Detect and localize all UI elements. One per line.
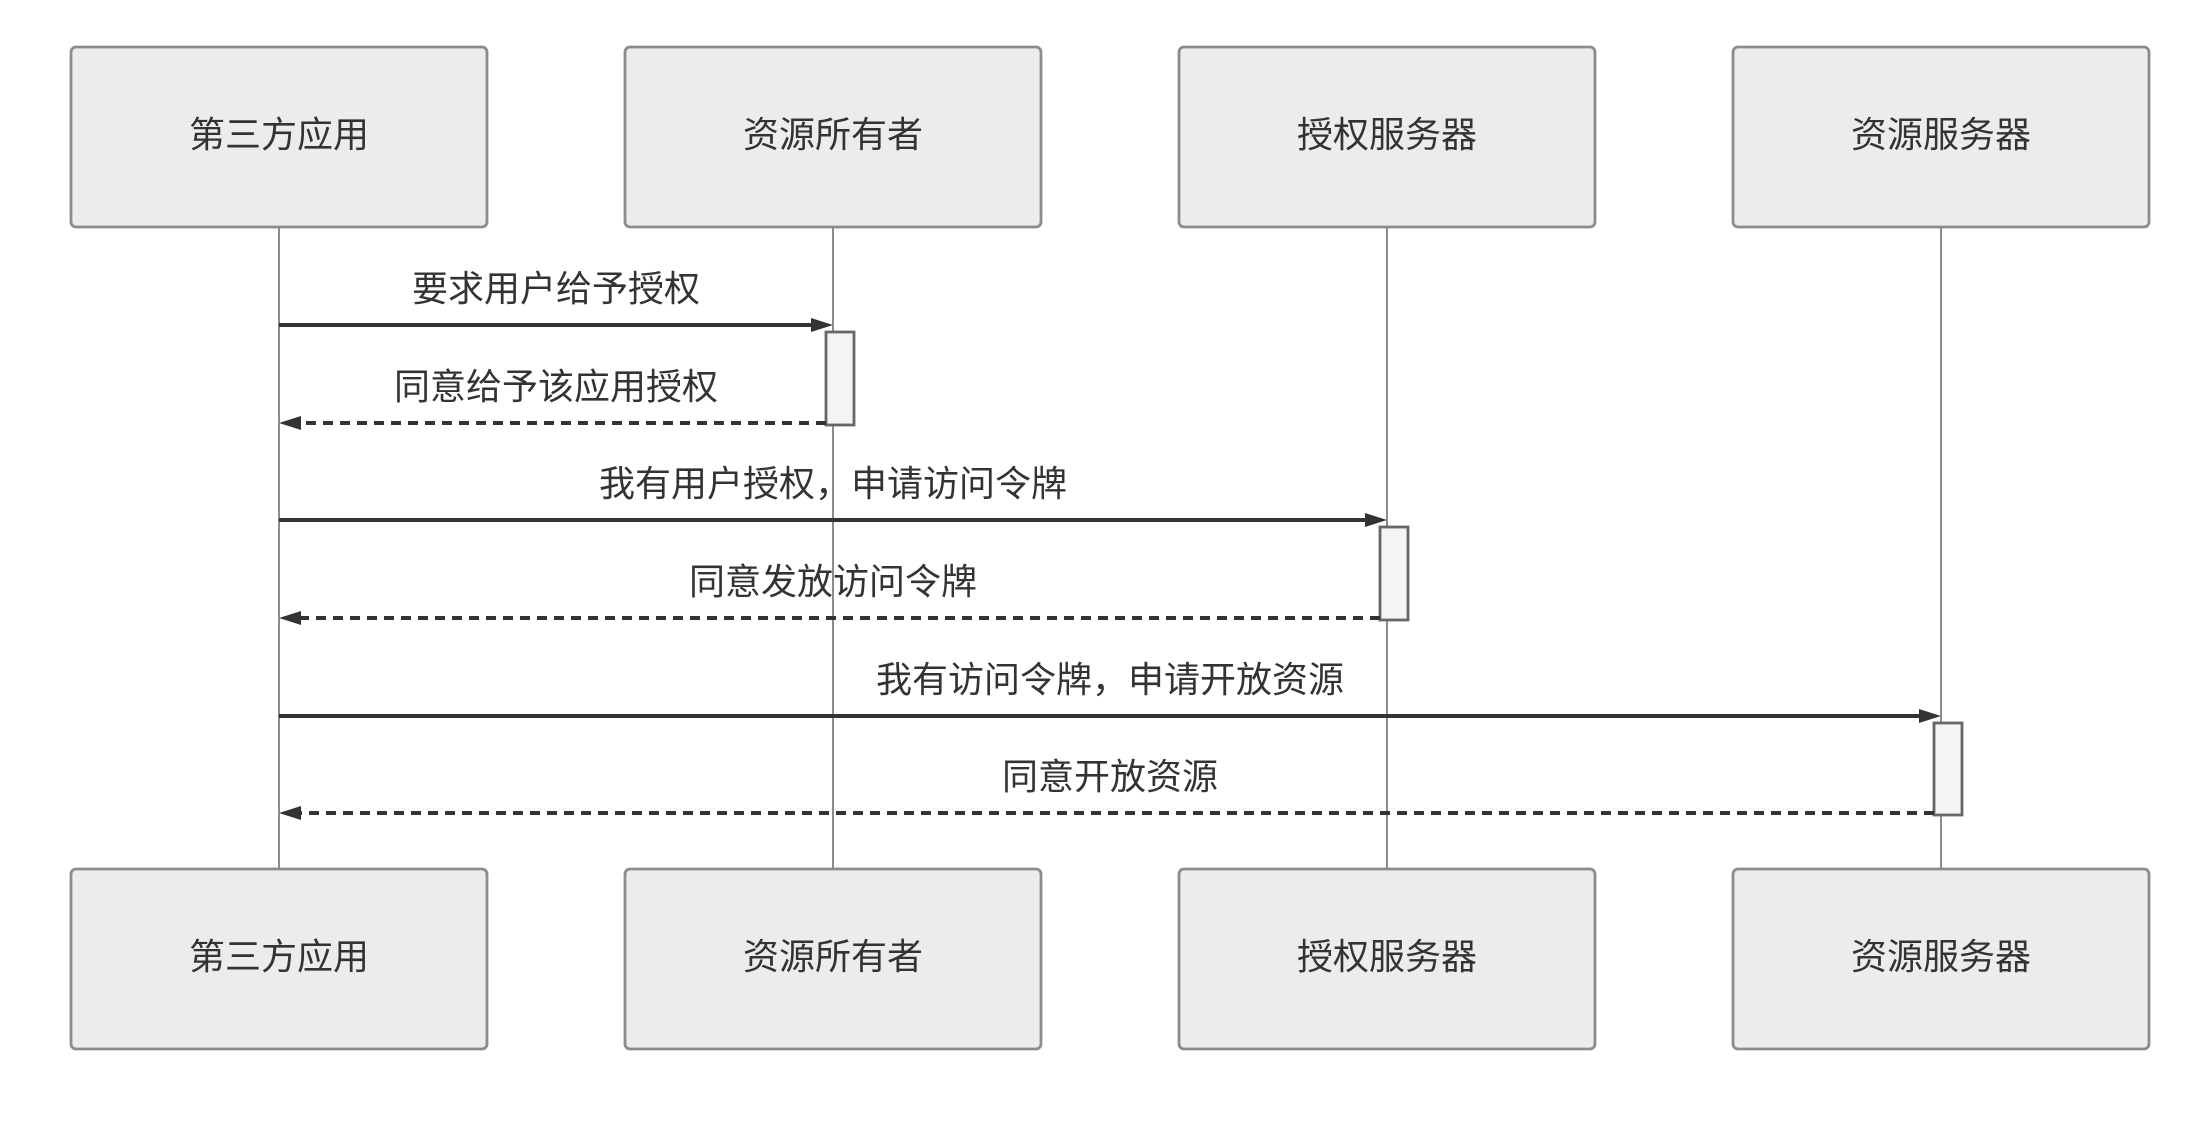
participant-authserver-top: 授权服务器: [1177, 45, 1597, 229]
participant-label: 资源所有者: [743, 115, 923, 156]
participant-resserver-bottom: 资源服务器: [1731, 867, 2151, 1051]
message-3: 我有用户授权，申请访问令牌: [279, 464, 1387, 527]
message-label: 我有用户授权，申请访问令牌: [599, 464, 1067, 505]
message-label: 要求用户给予授权: [412, 269, 700, 310]
participant-owner-bottom: 资源所有者: [623, 867, 1043, 1051]
participant-box: [623, 867, 1043, 1051]
participant-client-top: 第三方应用: [69, 45, 489, 229]
arrowhead-icon: [279, 806, 301, 820]
participant-box: [1731, 867, 2151, 1051]
arrowhead-icon: [279, 611, 301, 625]
participant-box: [1177, 45, 1597, 229]
message-5: 我有访问令牌，申请开放资源: [279, 660, 1941, 723]
participant-box: [69, 867, 489, 1051]
activation-bar: [1378, 525, 1410, 622]
messages: 要求用户给予授权同意给予该应用授权我有用户授权，申请访问令牌同意发放访问令牌我有…: [279, 269, 1941, 820]
participants-top: 第三方应用 资源所有者 授权服务器 资源服务器: [69, 45, 2151, 229]
activation-bar: [824, 330, 856, 427]
activations: [824, 330, 1964, 817]
message-6: 同意开放资源: [279, 757, 1934, 820]
activation-bar: [1932, 721, 1964, 817]
message-label: 我有访问令牌，申请开放资源: [876, 660, 1344, 701]
participant-label: 资源服务器: [1851, 115, 2031, 156]
message-1: 要求用户给予授权: [279, 269, 833, 332]
arrowhead-icon: [1365, 513, 1387, 527]
message-label: 同意给予该应用授权: [394, 367, 718, 408]
participant-label: 资源所有者: [743, 937, 923, 978]
message-label: 同意发放访问令牌: [689, 562, 977, 603]
participant-box: [69, 45, 489, 229]
participants-bottom: 第三方应用 资源所有者 授权服务器 资源服务器: [69, 867, 2151, 1051]
participant-box: [1177, 867, 1597, 1051]
participant-label: 资源服务器: [1851, 937, 2031, 978]
participant-box: [1731, 45, 2151, 229]
participant-box: [623, 45, 1043, 229]
arrowhead-icon: [1919, 709, 1941, 723]
arrowhead-icon: [811, 318, 833, 332]
message-2: 同意给予该应用授权: [279, 367, 826, 430]
arrowhead-icon: [279, 416, 301, 430]
participant-label: 第三方应用: [189, 115, 369, 156]
participant-label: 授权服务器: [1297, 937, 1477, 978]
participant-resserver-top: 资源服务器: [1731, 45, 2151, 229]
participant-label: 第三方应用: [189, 937, 369, 978]
participant-owner-top: 资源所有者: [623, 45, 1043, 229]
message-label: 同意开放资源: [1002, 757, 1218, 798]
participant-authserver-bottom: 授权服务器: [1177, 867, 1597, 1051]
message-4: 同意发放访问令牌: [279, 562, 1380, 625]
participant-label: 授权服务器: [1297, 115, 1477, 156]
participant-client-bottom: 第三方应用: [69, 867, 489, 1051]
